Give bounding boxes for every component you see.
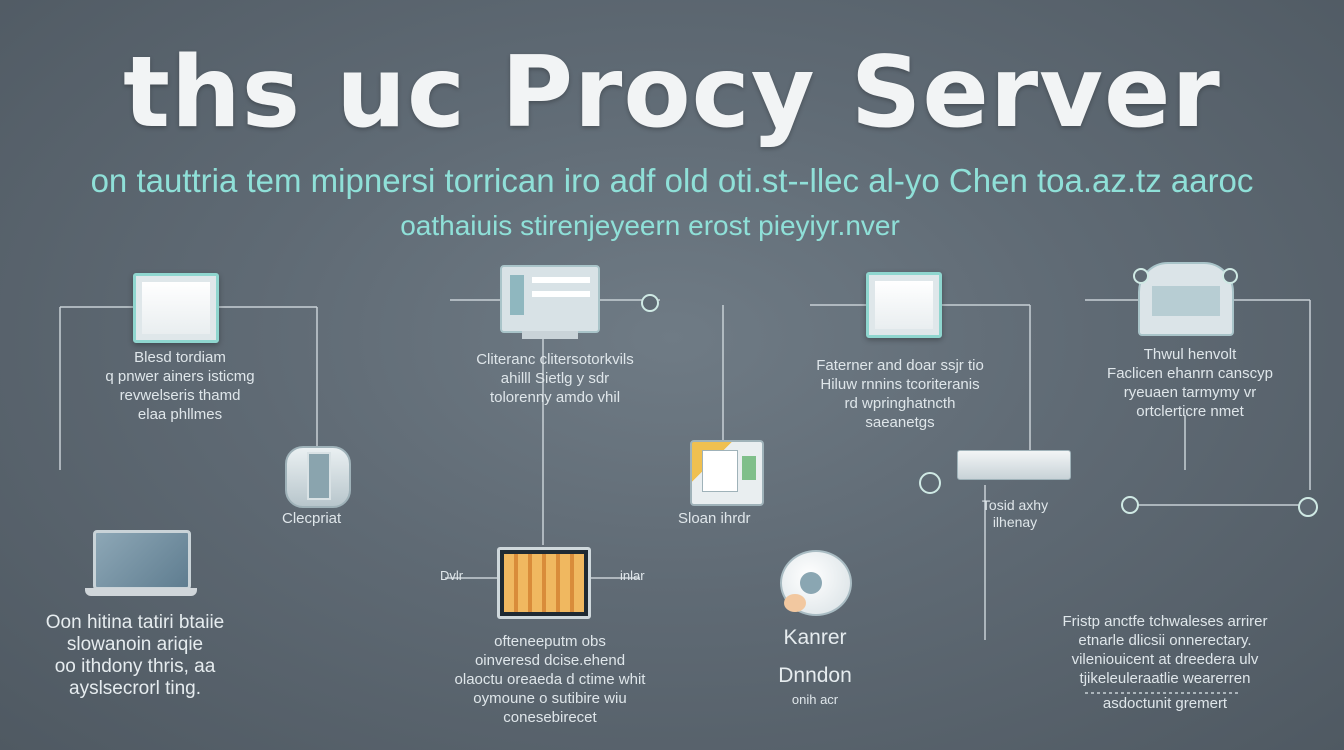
diagram-subtitle-secondary: oathaiuis stirenjeyeern erost pieyiyr.nv… [400,210,900,241]
caption-line: tjikeleuleraatlie wearerren [1079,670,1251,687]
caption-line: oymoune o sutibire wiu [473,690,627,707]
center-monitor-left-label: Dvlr [440,568,464,583]
caption-line: rd wpringhatncth [844,395,956,412]
connector-node-icon [1222,268,1238,284]
center-monitor-caption: ofteneeputm obs oinveresd dcise.ehend ol… [440,632,660,727]
caption-line: slowanoin ariqie [66,634,204,655]
server-icon [1138,262,1234,336]
router-subtitle: Dnndon [778,664,852,687]
device-icon [285,446,351,508]
caption-line: tolorenny amdo vhil [489,389,621,406]
caption-line: ahilll Sietlg y sdr [500,370,610,387]
caption-line: elaa phllmes [137,406,223,423]
caption-line: revwelseris thamd [119,387,241,404]
monitor-icon [497,547,591,619]
laptop-base [85,588,197,596]
caption-line: ryeuaen tarmymy vr [1123,384,1257,401]
caption-line: etnarle dlicsii onnerectary. [1078,632,1252,649]
connector-node-icon [1298,497,1318,517]
node3-caption: Faterner and doar ssjr tio Hiluw rnnins … [790,356,1010,432]
caption-line: Hiluw rnnins tcoriteranis [820,376,980,393]
connector-node-icon [1133,268,1149,284]
server-icon [500,265,600,339]
center-monitor-right-label: inlar [620,568,645,583]
caption-line: Fristp anctfe tchwaleses arrirer [1062,613,1268,630]
node2-caption: Cliteranc clitersotorkvils ahilll Sietlg… [440,350,670,407]
caption-line: Tosid axhy [981,497,1049,513]
connector-node-icon [919,472,941,494]
caption-line: ofteneeputm obs [494,633,606,650]
router-small-label: onih acr [791,692,839,707]
caption-line: olaoctu oreaeda d ctime whit [454,671,646,688]
router-icon [957,450,1071,480]
right-bottom-caption: Fristp anctfe tchwaleses arrirer etnarle… [1040,612,1290,713]
caption-line: asdoctunit gremert [1102,695,1228,712]
caption-line: vileniouicent at dreedera ulv [1071,651,1259,668]
device1-label: Clecpriat [282,510,342,527]
node4-caption: Thwul henvolt Faclicen ehanrn canscyp ry… [1090,345,1290,421]
caption-line: Faterner and doar ssjr tio [816,357,984,374]
device2-label: Sloan ihrdr [678,510,751,527]
router-title: Kanrer [783,626,847,649]
caption-line: ortclerticre nmet [1136,403,1244,420]
caption-line: Thwul henvolt [1143,346,1237,363]
diagram-subtitle: on tauttria tem mipnersi torrican iro ad… [90,162,1254,199]
caption-line: oo ithdony thris, aa [54,656,216,677]
monitor-icon [866,272,942,338]
laptop-icon [93,530,191,590]
caption-line: saeanetgs [865,414,935,431]
caption-line: Faclicen ehanrn canscyp [1107,365,1273,382]
node1-caption: Blesd tordiam q pnwer ainers isticmg rev… [70,348,290,424]
caption-line: Cliteranc clitersotorkvils [476,351,634,368]
connector-node-icon [1121,496,1139,514]
caption-line: ilhenay [992,514,1038,530]
caption-line: Oon hitina tatiri btaiie [45,612,225,633]
connector-node-icon [641,294,659,312]
caption-line: Blesd tordiam [134,349,226,366]
caption-line: q pnwer ainers isticmg [105,368,255,385]
caption-line: ayslsecrorl ting. [69,678,201,699]
printer-icon [690,440,764,506]
diagram-title: ths uc Procy Server [123,36,1221,150]
caption-line: conesebirecet [503,709,597,726]
device3-caption: Tosid axhy ilhenay [960,497,1070,531]
monitor-icon [133,273,219,343]
router-device-icon [780,550,852,616]
laptop-caption: Oon hitina tatiri btaiie slowanoin ariqi… [10,612,260,700]
caption-line: oinveresd dcise.ehend [474,652,626,669]
